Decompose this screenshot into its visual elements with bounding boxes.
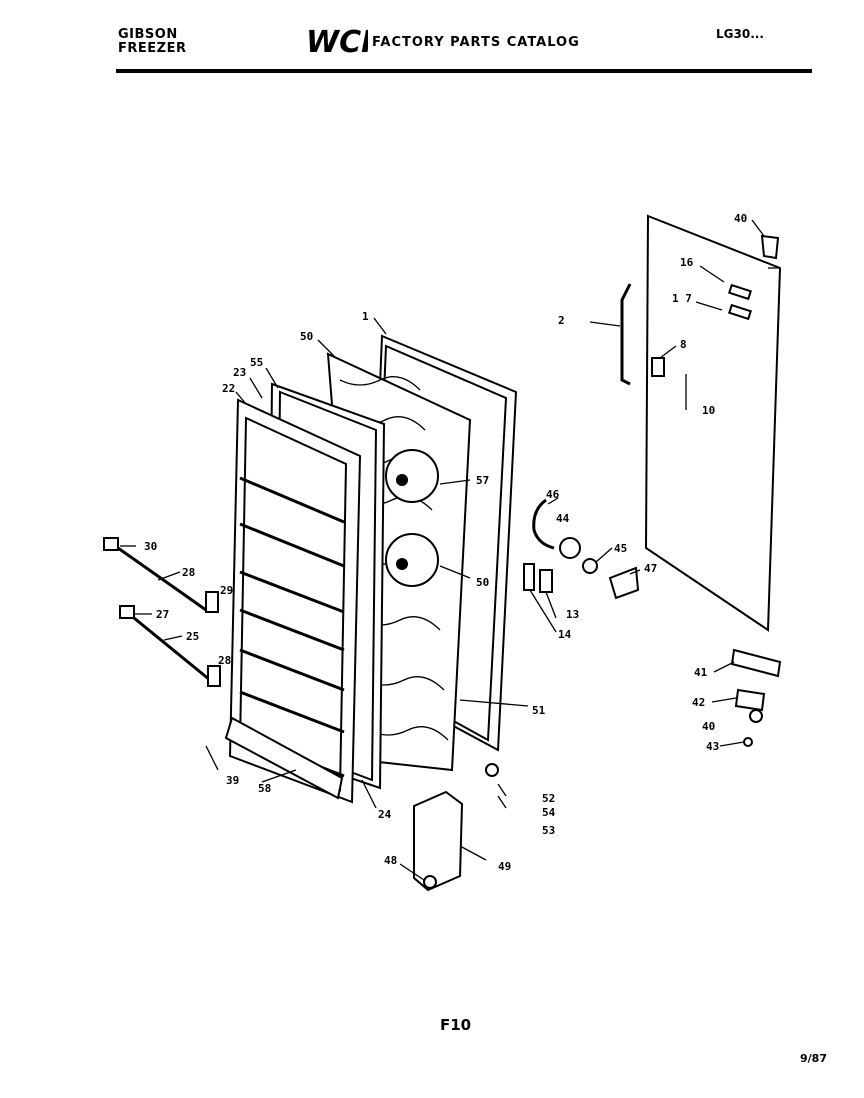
part-label-28b: 28	[218, 654, 231, 667]
part-label-58: 58	[258, 782, 271, 795]
part-label-55: 55	[250, 356, 263, 369]
part-label-43: 43	[706, 740, 719, 753]
part-label-39: 39	[226, 774, 239, 787]
header-rule	[116, 69, 812, 73]
outer-door-panel	[644, 214, 782, 632]
part-label-52: 52	[542, 792, 555, 805]
part-label-45: 45	[614, 542, 627, 555]
part-label-22: 22	[222, 382, 235, 395]
brand-name: GIBSON	[118, 27, 178, 42]
part-label-57: 57	[476, 474, 489, 487]
part-label-48: 48	[384, 854, 397, 867]
wci-logo: WCI	[306, 26, 368, 56]
part-label-44: 44	[556, 512, 570, 525]
date-code: 9/87	[800, 1052, 827, 1065]
part-label-50b: 50	[476, 576, 489, 589]
part-label-30: 30	[144, 540, 157, 553]
part-label-47: 47	[644, 562, 657, 575]
part-label-24: 24	[378, 808, 392, 821]
part-label-54: 54	[542, 806, 556, 819]
part-label-42: 42	[692, 696, 705, 709]
kick-plate	[413, 790, 464, 892]
catalog-title: FACTORY PARTS CATALOG	[372, 35, 580, 50]
part-label-46: 46	[546, 488, 560, 501]
logo-text: WCI	[306, 26, 368, 56]
bottom-trim	[224, 716, 344, 800]
inner-door-panel	[228, 398, 362, 804]
part-label-17: 1 7	[672, 292, 692, 305]
part-label-10: 10	[702, 404, 715, 417]
leader-lines	[120, 219, 765, 881]
shelf-rod-assembly	[103, 537, 221, 687]
part-label-40: 40	[734, 212, 747, 225]
part-label-50: 50	[300, 330, 313, 343]
figure-label: F10	[440, 1016, 472, 1034]
lower-hinge	[730, 234, 782, 747]
part-label-14: 14	[558, 628, 572, 641]
model-number: LG30...	[716, 27, 764, 41]
part-label-23: 23	[233, 366, 246, 379]
part-label-40b: 40	[702, 720, 715, 733]
part-labels: 1 50 55 23 22 57 50 51 24 58 39 49 48 52…	[144, 212, 747, 873]
part-label-41: 41	[694, 666, 708, 679]
product-type: FREEZER	[118, 41, 187, 56]
part-label-25: 25	[186, 630, 199, 643]
part-label-8: 8	[680, 338, 687, 351]
hinge-strap	[589, 283, 632, 386]
part-label-49: 49	[498, 860, 511, 873]
part-label-29: 29	[220, 584, 233, 597]
brand-block: GIBSON FREEZER	[118, 28, 186, 56]
part-label-13: 13	[566, 608, 579, 621]
part-label-16: 16	[680, 256, 694, 269]
part-label-27: 27	[156, 608, 169, 621]
part-label-1: 1	[362, 310, 369, 323]
part-label-53: 53	[542, 824, 555, 837]
part-label-2: 2	[558, 314, 565, 327]
part-label-28: 28	[182, 566, 195, 579]
small-hardware	[485, 763, 507, 809]
part-label-51: 51	[532, 704, 546, 717]
